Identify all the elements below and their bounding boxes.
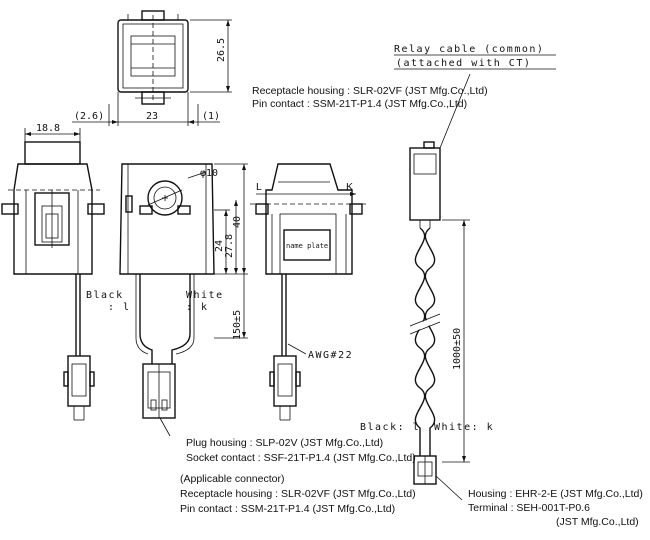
- relay-cable: Relay cable (common) (attached with CT) …: [252, 44, 556, 501]
- label-white: White: [186, 290, 224, 301]
- dim-width-main: 23: [146, 111, 158, 122]
- terminal-seh-label: Terminal : SEH-001T-P0.6: [468, 502, 590, 514]
- dim-offset-left: (2.6): [74, 111, 104, 122]
- dim-h40: 40: [232, 216, 243, 228]
- label-awg: AWG#22: [308, 350, 353, 361]
- relay-cable-title: Relay cable (common): [394, 44, 544, 55]
- plug-housing-label: Plug housing : SLP-02V (JST Mfg.Co.,Ltd): [186, 437, 383, 449]
- dim-lead-150: 150±5: [232, 310, 243, 340]
- receptacle-bottom-label: Receptacle housing : SLR-02VF (JST Mfg.C…: [180, 488, 416, 500]
- dim-cable-1000: 1000±50: [452, 328, 463, 370]
- dim-hole-dia: φ10: [200, 168, 218, 179]
- dim-h24: 24: [214, 240, 225, 252]
- cable-black-label: Black: l: [360, 422, 420, 433]
- name-plate-label: name plate: [286, 242, 328, 250]
- receptacle-top-label: Receptacle housing : SLR-02VF (JST Mfg.C…: [252, 85, 488, 97]
- cable-white-label: White: k: [434, 422, 494, 433]
- front-view: φ10 24 27.8 40 150±5 Black : l White : k: [86, 163, 248, 419]
- pin-bottom-label: Pin contact : SSM-21T-P1.4 (JST Mfg.Co.,…: [180, 503, 395, 515]
- housing-ehr-label: Housing : EHR-2-E (JST Mfg.Co.,Ltd): [468, 488, 643, 500]
- socket-contact-label: Socket contact : SSF-21T-P1.4 (JST Mfg.C…: [186, 452, 416, 464]
- top-view: 26.5 (2.6) 23 (1): [72, 10, 232, 126]
- dim-height-top: 26.5: [216, 38, 227, 62]
- bottom-annotations: Plug housing : SLP-02V (JST Mfg.Co.,Ltd)…: [159, 417, 643, 528]
- dim-width-side: 18.8: [36, 123, 60, 134]
- right-side-view: L K name plate AWG#22: [250, 163, 366, 421]
- label-K: K: [346, 181, 353, 193]
- dim-offset-right: (1): [202, 111, 220, 122]
- dim-h27-8: 27.8: [224, 234, 235, 258]
- label-black-l: : l: [108, 302, 131, 313]
- relay-cable-subtitle: (attached with CT): [396, 58, 531, 69]
- left-side-view: 18.8: [1, 123, 105, 421]
- pin-top-label: Pin contact : SSM-21T-P1.4 (JST Mfg.Co.,…: [252, 98, 467, 110]
- terminal-maker-label: (JST Mfg.Co.,Ltd): [556, 516, 639, 528]
- label-black: Black: [86, 290, 124, 301]
- label-L: L: [256, 181, 262, 193]
- label-white-k: : k: [186, 302, 209, 313]
- applicable-connector-label: (Applicable connector): [180, 473, 284, 485]
